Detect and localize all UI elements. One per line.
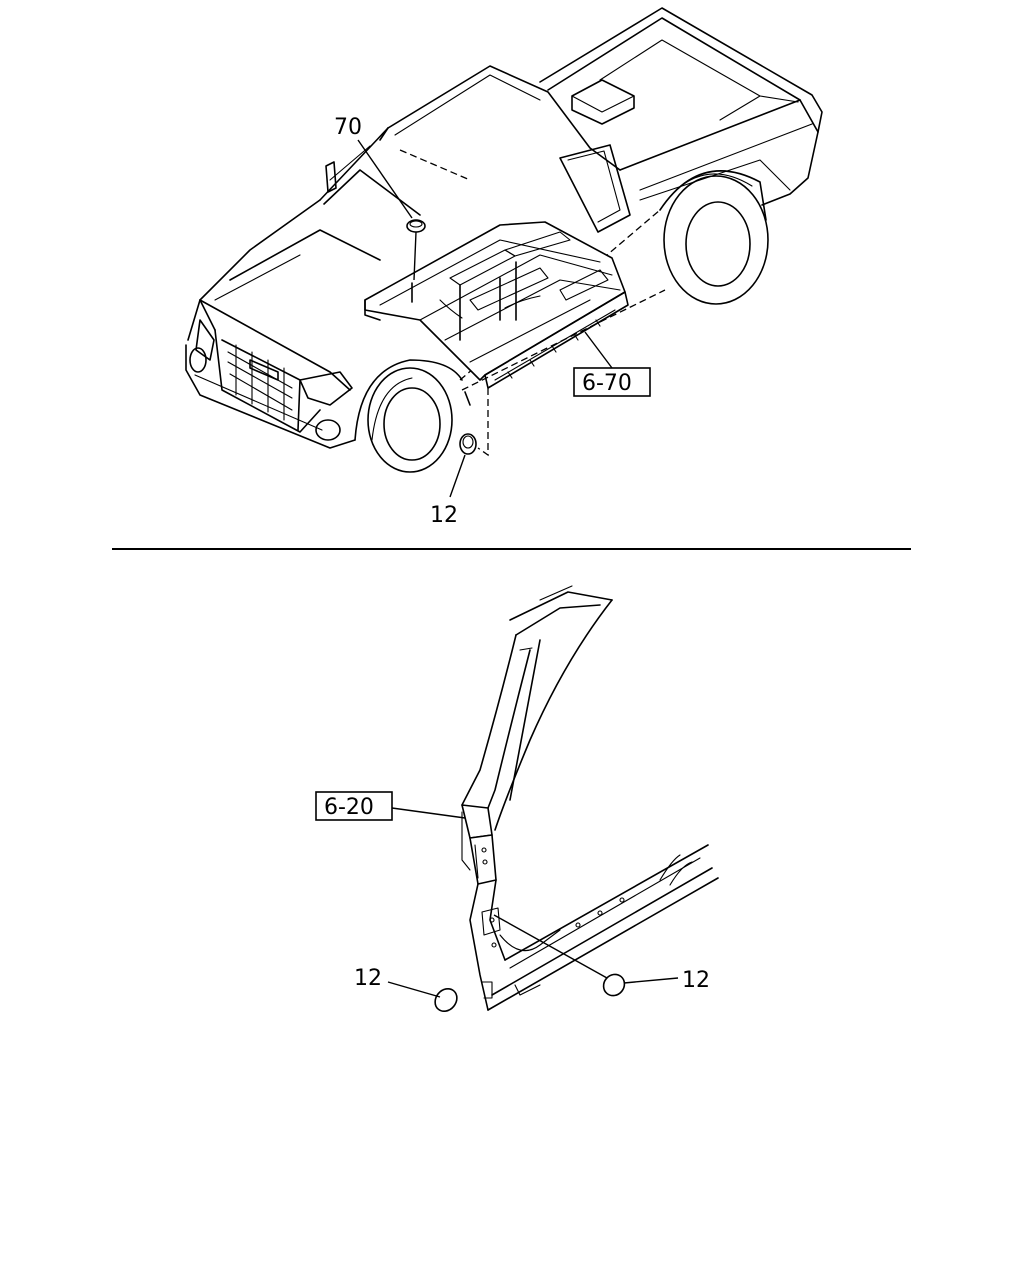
callout-label-12-left: 12 [354,966,382,991]
callout-label-70: 70 [334,115,362,140]
callout-leader-12-right [623,977,679,984]
truck-illustration [185,7,823,473]
callout-leader-12-left [387,981,441,998]
ref-box-6-70[interactable]: 6-70 [573,367,651,397]
callout-label-12-right: 12 [682,968,710,993]
callout-label-12-top: 12 [430,503,458,528]
ref-leader-6-20 [391,807,466,819]
plug-12-right-part [602,973,626,997]
ref-box-6-20[interactable]: 6-20 [315,791,393,821]
floor-panel-assembly [364,221,629,457]
callout-leader-12-right-b [493,914,608,979]
plug-12-left-part [434,987,458,1013]
callout-leader-12-top [449,454,466,498]
ref-label-6-70: 6-70 [582,371,632,396]
plug-70-part [406,219,426,281]
pillar-illustration [461,585,719,1011]
callout-leader-70 [357,139,413,219]
plug-12-part [459,433,477,455]
ref-label-6-20: 6-20 [324,795,374,820]
ref-leader-6-70 [584,331,613,369]
